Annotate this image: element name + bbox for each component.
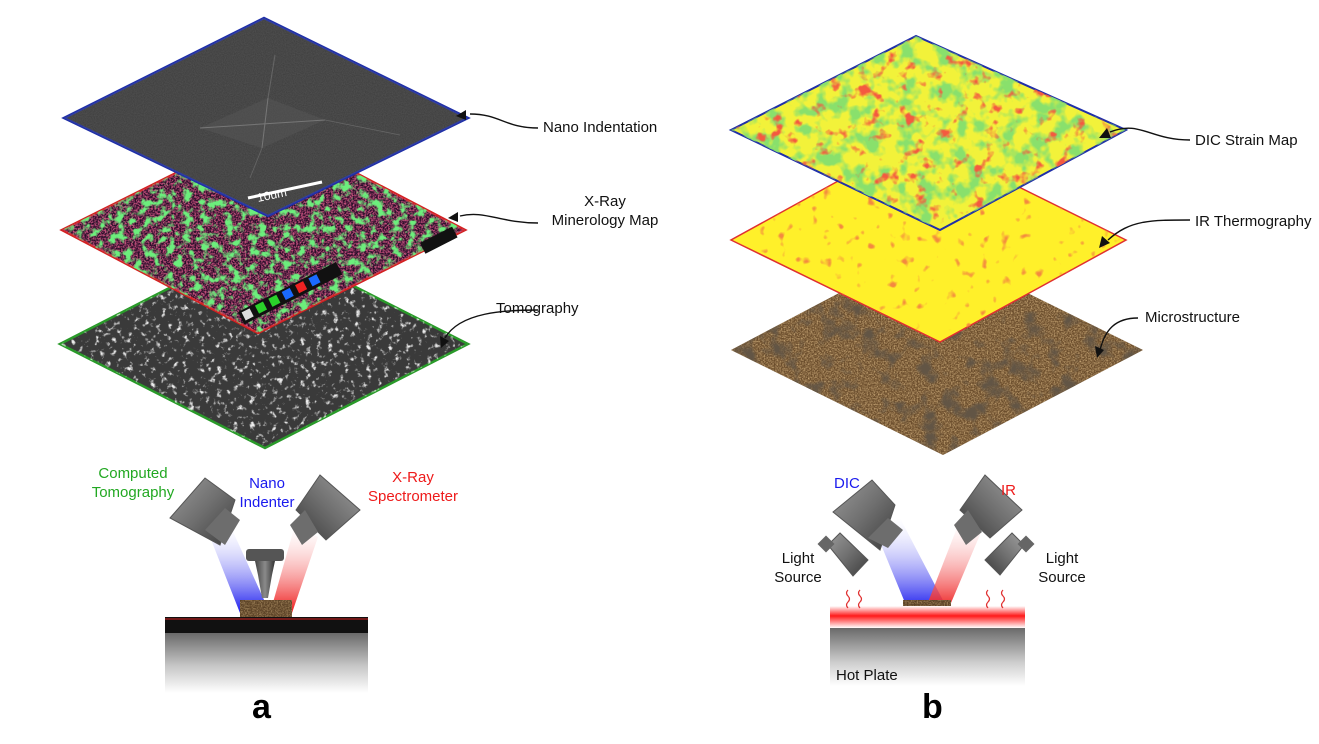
label-hot-plate: Hot Plate: [836, 667, 898, 684]
nano-beam-blue: [210, 525, 270, 613]
light-source-right: [984, 532, 1035, 576]
label-xray-map-line1: X-Ray: [584, 193, 626, 210]
label-light-left-line2: Source: [774, 569, 822, 586]
label-xray-line1: X-Ray: [392, 469, 434, 486]
label-nano-line1: Nano: [249, 475, 285, 492]
leader-lines-a: [444, 113, 539, 339]
label-ir-thermography: IR Thermography: [1195, 213, 1312, 230]
stage-top-a: [165, 617, 368, 635]
label-light-right-line2: Source: [1038, 569, 1086, 586]
label-xray-spectrometer: X-Ray Spectrometer: [358, 468, 468, 506]
hot-plate-glow: [830, 606, 1025, 628]
label-ct-line2: Tomography: [91, 484, 175, 501]
label-light-left-line1: Light: [781, 550, 815, 567]
label-xray-map: X-Ray Minerology Map: [540, 192, 670, 230]
panel-b-letter: b: [922, 688, 943, 726]
microstructure-layer: [731, 245, 1143, 455]
xray-map-layer: [59, 125, 468, 335]
dic-camera: [832, 479, 903, 551]
scale-bar: [247, 180, 323, 200]
label-xray-map-line2: Minerology Map: [551, 212, 659, 229]
ir-camera: [954, 474, 1023, 545]
stage-a: [165, 633, 368, 693]
label-light-source-left: Light Source: [763, 549, 833, 587]
heat-waves: [845, 589, 1006, 609]
xray-camera: [290, 474, 361, 545]
label-xray-line2: Spectrometer: [367, 488, 459, 505]
label-nano-indentation: Nano Indentation: [543, 119, 658, 136]
hot-plate: [830, 628, 1025, 686]
label-light-source-right: Light Source: [1027, 549, 1097, 587]
nano-indentation-layer: [61, 16, 471, 218]
dic-strain-layer: [728, 34, 1129, 232]
arrowheads-b: [1095, 128, 1111, 358]
label-computed-tomography: Computed Tomography: [78, 464, 188, 502]
panel-a-letter: a: [252, 688, 271, 726]
leader-lines-b: [1099, 127, 1191, 351]
light-source-left: [817, 532, 869, 577]
label-nano-line2: Indenter: [239, 494, 295, 511]
xray-beam-red: [270, 525, 318, 613]
label-light-right-line1: Light: [1045, 550, 1079, 567]
arrowheads-a: [440, 110, 466, 348]
label-ir: IR: [1001, 482, 1016, 499]
label-ct-line1: Computed: [98, 465, 168, 482]
ct-camera: [169, 477, 240, 546]
label-tomography: Tomography: [496, 300, 579, 317]
label-nano-indenter: Nano Indenter: [232, 474, 302, 512]
nano-indenter: [246, 549, 284, 598]
label-microstructure: Microstructure: [1145, 309, 1241, 326]
label-dic: DIC: [834, 475, 860, 492]
label-dic-strain-map: DIC Strain Map: [1195, 132, 1298, 149]
